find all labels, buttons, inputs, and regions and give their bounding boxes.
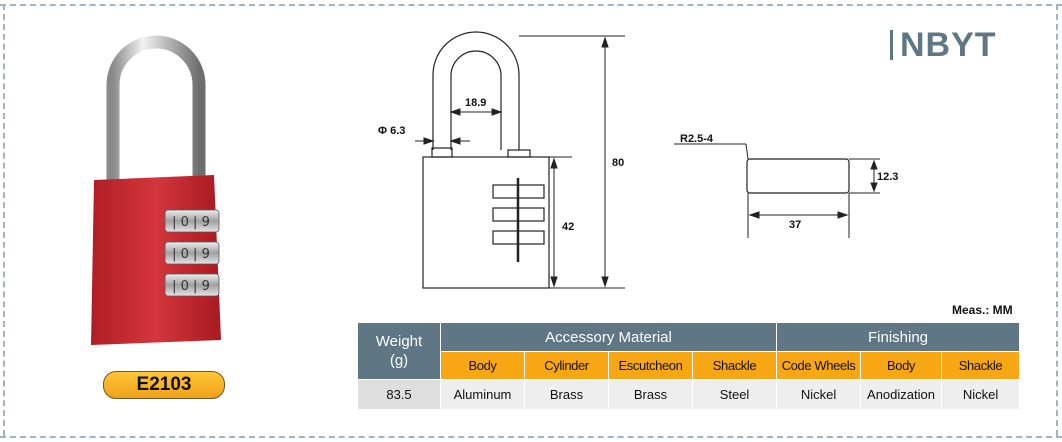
front-view-shackle (432, 31, 520, 150)
dim-body-height: 42 (562, 221, 575, 233)
brand-accent-bar (890, 30, 893, 60)
weight-unit: (g) (389, 352, 409, 369)
svg-text:| 0 | 9: | 0 | 9 (172, 279, 210, 294)
model-badge: E2103 (103, 371, 225, 399)
value-cylinder-material: Brass (524, 379, 609, 410)
table-row: 83.5 Aluminum Brass Brass Steel Nickel A… (357, 379, 1021, 410)
subheader-cylinder: Cylinder (524, 351, 609, 380)
frame-border-right (1056, 4, 1058, 436)
svg-text:| 0 | 9: | 0 | 9 (172, 215, 210, 230)
finishing-header: Finishing (776, 322, 1021, 352)
padlock-photo: | 0 | 9 | 0 | 9 | 0 | 9 (91, 35, 221, 345)
dim-shackle-inner-width: 18.9 (465, 97, 487, 109)
dim-body-width: 37 (789, 219, 802, 231)
subheader-finishing-body: Body (860, 351, 943, 380)
subheader-code-wheels: Code Wheels (776, 351, 862, 380)
spec-table: Weight (g) Accessory Material Finishing … (357, 322, 1021, 410)
front-view-body (422, 156, 550, 289)
weight-header-cell: Weight (g) (357, 322, 441, 380)
value-body-material: Aluminum (440, 379, 525, 410)
subheader-body: Body (440, 351, 525, 380)
svg-text:| 0 | 9: | 0 | 9 (172, 247, 210, 262)
brand-logo: NBYT (900, 26, 997, 64)
dim-total-height: 80 (612, 157, 625, 169)
accessory-material-header: Accessory Material (439, 322, 778, 352)
frame-border-bottom (0, 436, 1062, 438)
side-view-body (746, 158, 850, 194)
value-body-finish: Anodization (860, 379, 943, 410)
value-escutcheon-material: Brass (608, 379, 693, 410)
subheader-finishing-shackle: Shackle (941, 351, 1021, 380)
front-view-wheel (492, 207, 545, 222)
value-weight: 83.5 (357, 379, 441, 410)
front-view-wheel (492, 230, 545, 245)
frame-border-left (3, 4, 5, 436)
measurement-unit-note: Meas.: MM (952, 303, 1013, 317)
value-code-wheels-finish: Nickel (776, 379, 862, 410)
subheader-escutcheon: Escutcheon (608, 351, 693, 380)
dim-body-thickness: 12.3 (877, 171, 899, 183)
front-view-wheel (492, 184, 545, 199)
subheader-shackle: Shackle (691, 351, 778, 380)
weight-header: Weight (375, 333, 423, 350)
frame-border-top (0, 4, 1062, 6)
dim-shackle-diameter: Φ 6.3 (378, 125, 406, 137)
dim-corner-radius: R2.5-4 (680, 133, 714, 145)
value-shackle-finish: Nickel (941, 379, 1021, 410)
value-shackle-material: Steel (691, 379, 778, 410)
